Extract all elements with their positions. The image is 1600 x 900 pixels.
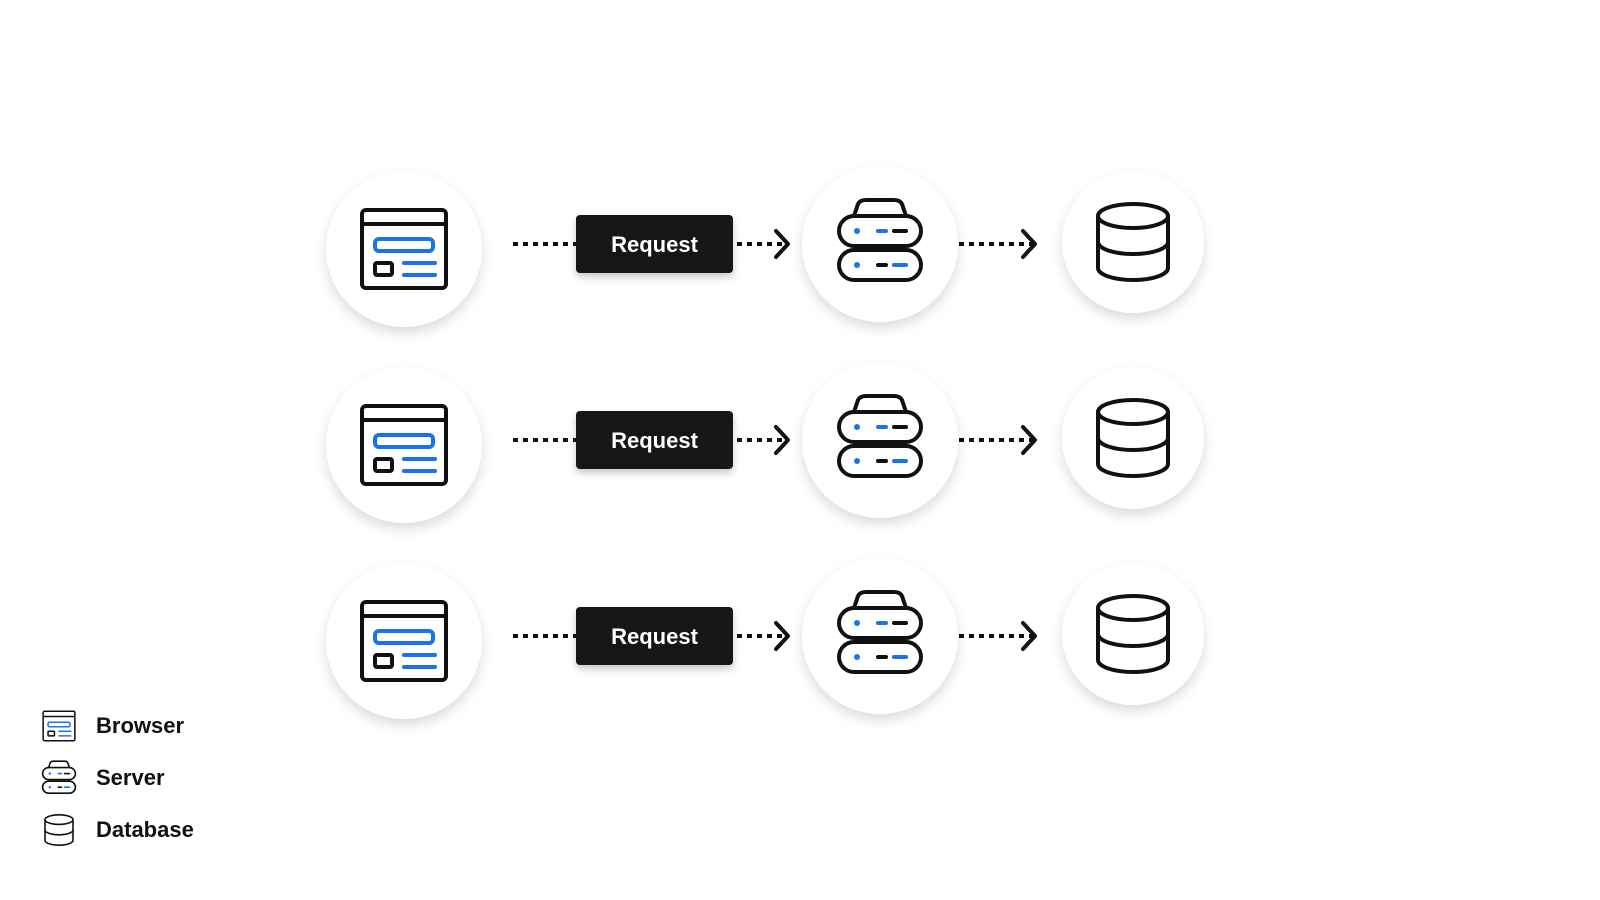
request-label-text: Request [611, 624, 698, 649]
database-node [1062, 367, 1204, 509]
arrow-head-icon [774, 425, 790, 455]
browser-icon [40, 707, 78, 745]
flow-row-1: Request [326, 166, 1204, 327]
database-node-circle [1062, 171, 1204, 313]
legend-item-database: Database [40, 804, 300, 856]
legend-item-server: Server [40, 752, 300, 804]
legend-label-browser: Browser [96, 713, 185, 738]
legend-label-server: Server [96, 765, 165, 790]
request-label-box [576, 215, 733, 273]
browser-node [326, 367, 482, 523]
flow-row-3: Request [326, 558, 1204, 719]
flow-row-2: Request [326, 362, 1204, 523]
request-label-box [576, 411, 733, 469]
legend-label-database: Database [96, 817, 194, 842]
browser-node [326, 563, 482, 719]
arrow-head-icon [774, 229, 790, 259]
request-label-box [576, 607, 733, 665]
browser-node [326, 171, 482, 327]
arrow-head-icon [1021, 229, 1037, 259]
server-icon [40, 759, 78, 797]
arrow-head-icon [1021, 425, 1037, 455]
request-label-text: Request [611, 232, 698, 257]
legend: Browser Server Database [40, 700, 300, 856]
request-label: Request [576, 607, 733, 665]
request-label-text: Request [611, 428, 698, 453]
database-node [1062, 563, 1204, 705]
arrow-head-icon [774, 621, 790, 651]
legend-item-browser: Browser [40, 700, 300, 752]
server-node [802, 166, 958, 322]
request-label: Request [576, 215, 733, 273]
request-label: Request [576, 411, 733, 469]
database-node-circle [1062, 563, 1204, 705]
server-node [802, 558, 958, 714]
arrow-head-icon [1021, 621, 1037, 651]
database-node-circle [1062, 367, 1204, 509]
database-icon [40, 811, 78, 849]
database-node [1062, 171, 1204, 313]
server-node [802, 362, 958, 518]
